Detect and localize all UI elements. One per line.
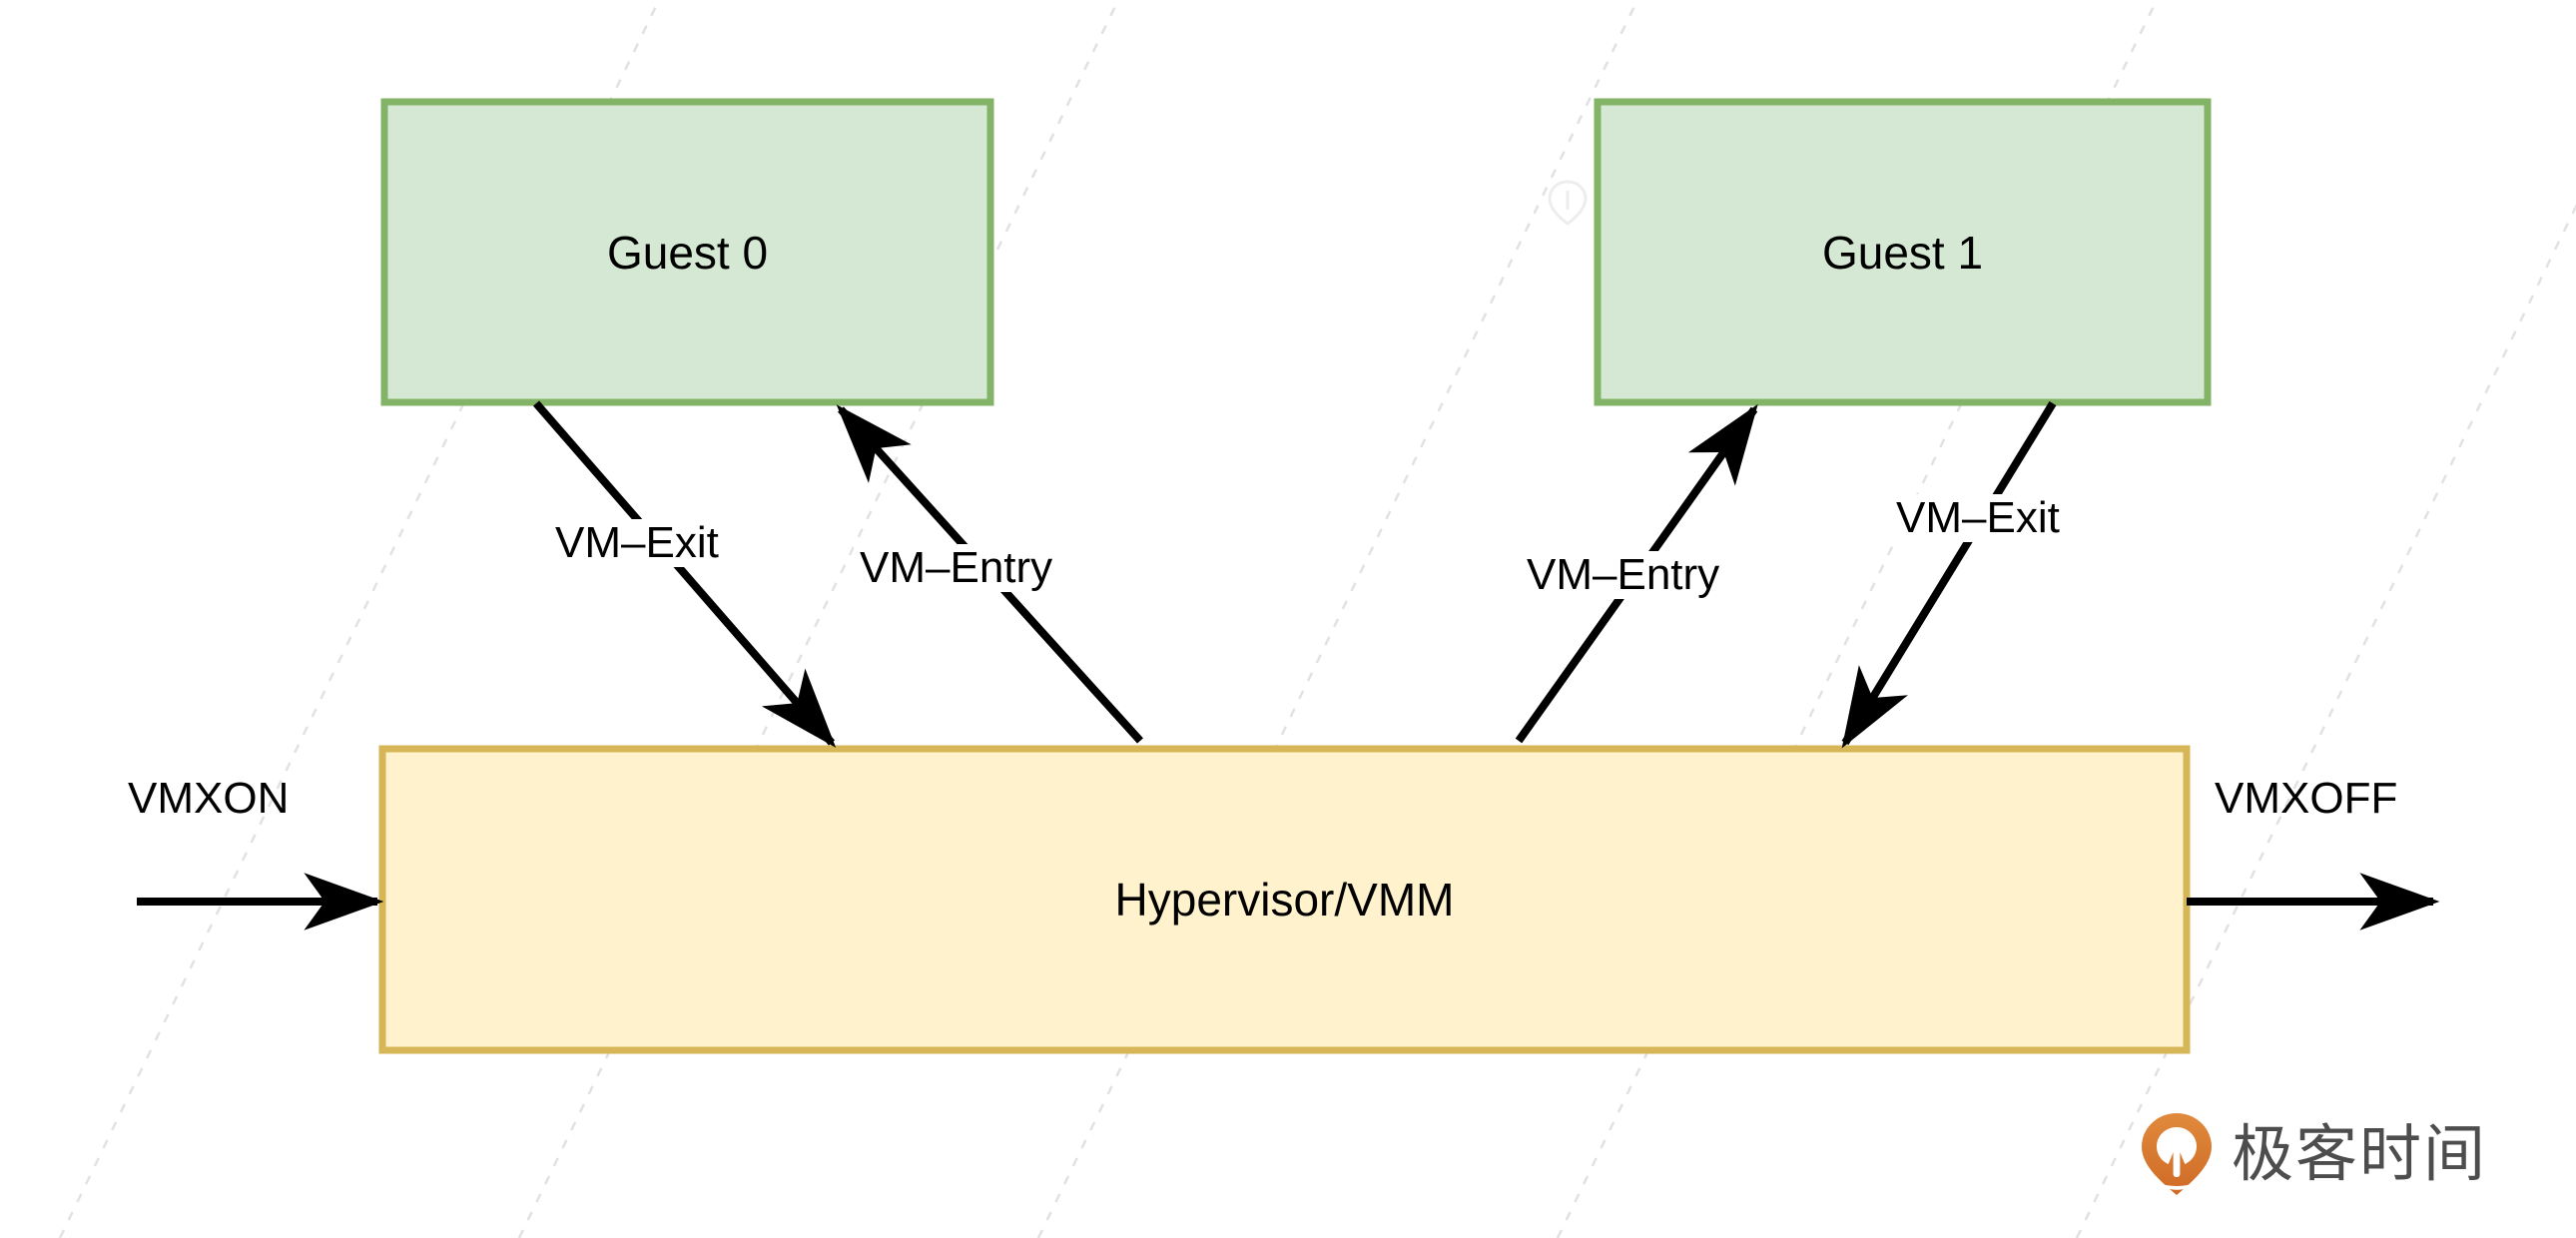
- vm-exit-0-arrow[interactable]: [532, 400, 837, 748]
- vm-entry-0-label: VM–Entry: [854, 544, 1059, 592]
- vmxon-label: VMXON: [128, 774, 290, 823]
- guest-1-box[interactable]: [1594, 98, 2212, 406]
- hypervisor-box[interactable]: [378, 745, 2191, 1054]
- vm-exit-1-arrow[interactable]: [1841, 400, 2057, 749]
- geektime-pin-icon: [2142, 1113, 2212, 1195]
- guest-0-label: Guest 0: [606, 227, 769, 279]
- geektime-logo-text: 极客时间: [2232, 1117, 2488, 1190]
- guest-1-label: Guest 1: [1821, 227, 1984, 279]
- vmxoff-label: VMXOFF: [2215, 774, 2398, 823]
- vm-exit-1-label: VM–Exit: [1890, 494, 2066, 542]
- vm-entry-1-label: VM–Entry: [1521, 551, 1726, 599]
- hypervisor-label: Hypervisor/VMM: [1114, 874, 1455, 926]
- vm-exit-0-label: VM–Exit: [549, 519, 725, 567]
- geektime-logo: 极客时间: [2140, 1111, 2487, 1197]
- guest-0-box[interactable]: [380, 98, 994, 406]
